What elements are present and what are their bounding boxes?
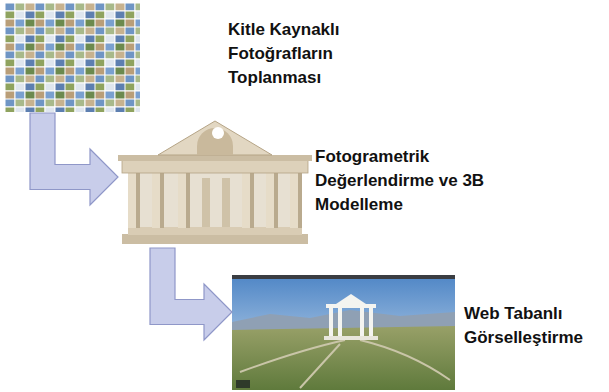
temple-cornice xyxy=(118,155,312,161)
stage-node: Web Tabanlı Görselleştirme xyxy=(232,275,604,390)
temple-arch xyxy=(197,128,233,155)
mini-temple-column xyxy=(369,308,373,336)
temple-broken-hole xyxy=(212,127,224,139)
web-screenshot xyxy=(232,275,455,390)
temple-back-wall xyxy=(140,173,290,227)
mini-temple-column xyxy=(329,308,333,336)
mini-temple-column xyxy=(360,308,364,336)
stage-node: Kitle Kaynaklı Fotoğrafların Toplanması xyxy=(5,3,360,113)
screenshot-logo xyxy=(236,380,250,388)
temple-entablature xyxy=(122,160,308,173)
temple-column-shade xyxy=(250,172,254,228)
mini-temple-base xyxy=(324,336,378,340)
temple-column xyxy=(242,172,254,228)
temple-column xyxy=(128,172,140,228)
temple-column-shade xyxy=(298,172,302,228)
block-arrow xyxy=(30,113,118,205)
temple-column xyxy=(266,172,278,228)
photo-collage xyxy=(5,3,140,112)
temple-step xyxy=(128,227,302,235)
mini-temple-column xyxy=(338,308,342,336)
screenshot-toolbar xyxy=(232,275,455,279)
temple-column xyxy=(178,172,190,228)
mini-temple-roof xyxy=(326,304,376,308)
mini-temple-pediment xyxy=(336,294,366,304)
temple-column xyxy=(290,172,302,228)
temple-column-shade xyxy=(274,172,278,228)
block-arrow xyxy=(150,248,232,340)
screenshot-sky xyxy=(232,275,455,390)
screenshot-mountains xyxy=(232,310,455,390)
temple-column xyxy=(152,172,164,228)
temple-column-shade xyxy=(186,172,190,228)
stage-label: Kitle Kaynaklı Fotoğrafların Toplanması xyxy=(228,18,358,90)
stage-label: Web Tabanlı Görselleştirme xyxy=(464,302,602,350)
temple-step xyxy=(122,234,308,244)
stage-node: Fotogrametrik Değerlendirme ve 3B Modell… xyxy=(118,117,510,248)
temple-pediment xyxy=(158,121,272,155)
temple-back-column xyxy=(202,178,210,227)
screenshot-roads xyxy=(240,340,450,388)
temple-column-shade xyxy=(136,172,140,228)
temple-model xyxy=(118,121,312,244)
collage-tiles xyxy=(5,3,140,112)
screenshot-ground xyxy=(232,326,455,390)
stage-label: Fotogrametrik Değerlendirme ve 3B Modell… xyxy=(315,145,507,217)
temple-column-shade xyxy=(160,172,164,228)
temple-back-column xyxy=(222,178,230,227)
